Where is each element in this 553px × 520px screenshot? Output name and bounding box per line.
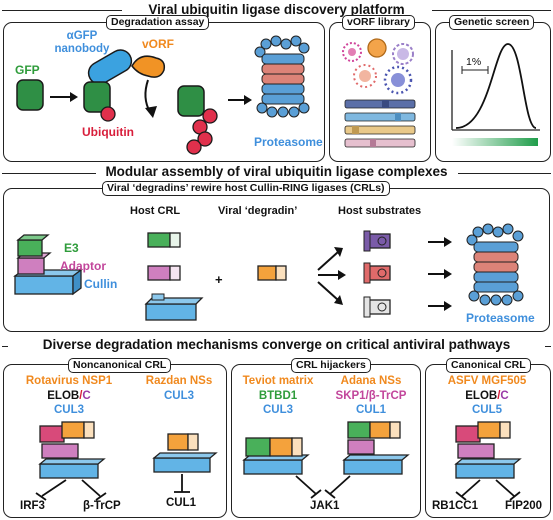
substrate-arrows	[317, 247, 346, 305]
proteasome-label-1: Proteasome	[254, 135, 323, 149]
section2-rule-left	[2, 173, 96, 174]
agfp-label-line2: nanobody	[54, 43, 110, 55]
section2-title: Modular assembly of viral ubiquitin liga…	[105, 164, 448, 179]
ubiquitin-4	[186, 139, 202, 155]
section1-title: Viral ubiquitin ligase discovery platfor…	[148, 2, 405, 17]
asfv-elob: ELOB	[465, 390, 498, 402]
section3-rule-right	[545, 346, 551, 347]
section1-rule-right	[432, 10, 551, 11]
gfp-degrading	[177, 85, 205, 117]
genetic-screen-tab: Genetic screen	[449, 15, 535, 30]
target-cul1: CUL1	[166, 497, 197, 509]
virus-icons	[342, 38, 414, 95]
teviot-cul: CUL3	[262, 404, 294, 416]
viral-degradin-label: Viral ‘degradin’	[218, 205, 298, 217]
agfp-label-line1: αGFP	[66, 30, 98, 42]
razdan-complex	[152, 433, 218, 493]
gfp-bound	[83, 81, 111, 113]
vorf-label: vORF	[142, 37, 175, 51]
adaptor-label: Adaptor	[60, 259, 106, 273]
section3-rule-left	[2, 346, 8, 347]
rotavirus-elob-line: ELOB/C	[6, 390, 132, 402]
target-fip200: FIP200	[505, 500, 543, 512]
adana-name: Adana NSs	[340, 375, 402, 387]
section3-title: Diverse degradation mechanisms converge …	[42, 337, 511, 352]
proteasome-icon-2	[466, 223, 524, 306]
asfv-c: C	[500, 390, 509, 402]
plus-sign: +	[215, 272, 223, 287]
arrow-2-head	[145, 106, 157, 118]
razdan-name: Razdan NSs	[145, 375, 213, 387]
degradin-piece	[257, 265, 287, 281]
rotavirus-c: C	[82, 390, 91, 402]
rotavirus-name: Rotavirus NSP1	[25, 375, 113, 387]
gfp-gradient-bar	[452, 138, 538, 146]
asfv-slash: /	[497, 390, 501, 402]
percent-label: 1%	[466, 56, 482, 68]
target-irf3: IRF3	[20, 500, 45, 512]
proteasome-arrows	[428, 237, 452, 311]
host-substrates	[363, 230, 391, 318]
vorf-protein	[131, 55, 166, 78]
proteasome-label-2: Proteasome	[466, 311, 535, 325]
section1-rule-left	[2, 10, 122, 11]
teviot-btbd: BTBD1	[258, 390, 298, 402]
crl-stack-left	[13, 234, 83, 296]
asfv-cul: CUL5	[471, 404, 503, 416]
host-crl-pieces	[144, 232, 204, 321]
hijackers-tab: CRL hijackers	[291, 358, 371, 373]
arrow-3-head	[244, 95, 252, 105]
gfp-label: GFP	[15, 63, 40, 77]
ubiquitin-3	[197, 131, 213, 147]
host-crl-label: Host CRL	[130, 205, 181, 217]
adana-complex	[324, 421, 410, 499]
canonical-tab: Canonical CRL	[446, 358, 531, 373]
rotavirus-slash: /	[79, 390, 83, 402]
adana-skp: SKP1/β-TrCP	[335, 390, 407, 402]
teviot-complex	[242, 437, 322, 499]
noncanonical-tab: Noncanonical CRL	[68, 358, 172, 373]
adana-cul: CUL1	[355, 404, 387, 416]
proteasome-icon-1	[254, 35, 310, 118]
ubiquitin-label: Ubiquitin	[82, 125, 134, 139]
e3-label: E3	[64, 241, 79, 255]
ubiquitin-1	[202, 108, 218, 124]
nanobody	[87, 49, 133, 85]
rotavirus-complex	[35, 421, 107, 501]
asfv-name: ASFV MGF505	[447, 375, 527, 387]
teviot-name: Teviot matrix	[242, 375, 314, 387]
rotavirus-elob: ELOB	[47, 390, 80, 402]
section2-rule-right	[458, 173, 551, 174]
arrow-1-head	[70, 92, 78, 102]
target-jak1: JAK1	[310, 500, 340, 512]
asfv-complex	[454, 421, 522, 501]
target-rb1cc1: RB1CC1	[432, 500, 479, 512]
gfp-protein	[16, 79, 44, 111]
section2-subtitle-tab: Viral ‘degradins’ rewire host Cullin-RIN…	[102, 181, 390, 196]
asfv-elob-line: ELOB/C	[428, 390, 546, 402]
host-substrates-label: Host substrates	[338, 205, 422, 217]
target-btrcp: β-TrCP	[83, 500, 121, 512]
degradation-assay-tab: Degradation assay	[106, 15, 210, 30]
cullin-label: Cullin	[84, 277, 118, 291]
razdan-cul: CUL3	[163, 390, 195, 402]
rotavirus-cul: CUL3	[53, 404, 85, 416]
ubiquitin-single	[100, 106, 116, 122]
vorf-bars	[344, 99, 416, 148]
histogram-curve	[451, 43, 540, 131]
vorf-library-tab: vORF library	[342, 15, 416, 30]
